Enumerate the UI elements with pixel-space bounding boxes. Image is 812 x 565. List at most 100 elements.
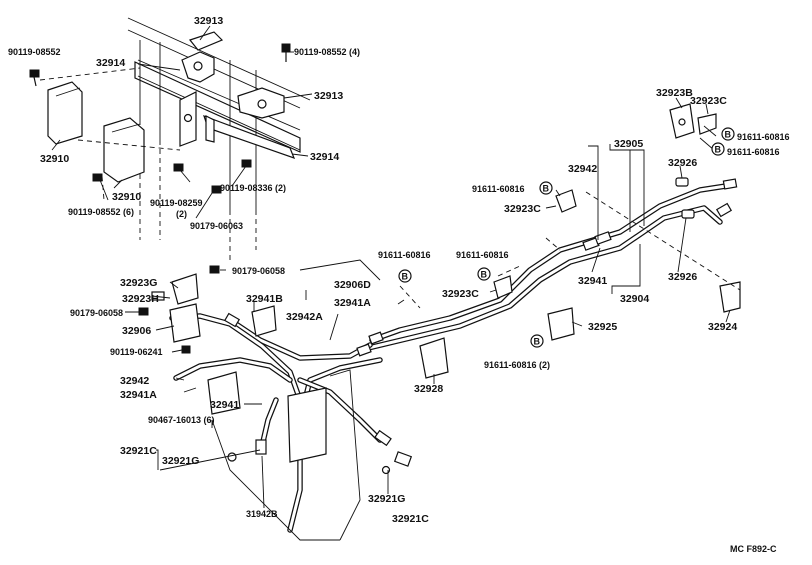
label-32910: 32910 [40, 153, 69, 165]
label-32926: 32926 [668, 157, 697, 169]
bracket-32913-upper [181, 31, 224, 83]
label-32941: 32941 [210, 399, 239, 411]
marker-b: B [721, 127, 735, 141]
label-90467-16013-6: 90467-16013 (6) [148, 415, 215, 425]
brake-line-32942-left [173, 357, 293, 383]
label-32924: 32924 [708, 321, 737, 333]
label-32928: 32928 [414, 383, 443, 395]
brake-line-front-right [297, 377, 383, 443]
label-32923G: 32923G [120, 277, 157, 289]
label-32906: 32906 [122, 325, 151, 337]
brake-line-31942B [259, 397, 279, 449]
bracket-32914-left [179, 91, 197, 147]
label-32941A: 32941A [120, 389, 157, 401]
label-32921G: 32921G [368, 493, 405, 505]
label-32904: 32904 [620, 293, 649, 305]
bracket-32914-right [203, 115, 296, 160]
label-90119-08336: 90119-08336 (2) [220, 183, 286, 193]
bracket-32925 [547, 307, 575, 341]
brake-line-rear-upper [369, 183, 729, 343]
svg-text:B: B [715, 145, 722, 155]
label-91611-60816: 91611-60816 [456, 250, 509, 260]
label-90119-08259: 90119-08259 [150, 198, 203, 208]
label-32921C: 32921C [120, 445, 157, 457]
label-91611-60816: 91611-60816 [727, 147, 780, 157]
label-90179-06058: 90179-06058 [232, 266, 285, 276]
label-32923B: 32923B [656, 87, 693, 99]
label-32905: 32905 [614, 138, 643, 150]
marker-b: B [398, 269, 412, 283]
label-32906D: 32906D [334, 279, 371, 291]
label-90179-06063: 90179-06063 [190, 221, 243, 231]
label-32914: 32914 [310, 151, 339, 163]
label-32923C: 32923C [442, 288, 479, 300]
label-32926: 32926 [668, 271, 697, 283]
label-91611-60816: 91611-60816 [378, 250, 431, 260]
module-32910-upper [47, 81, 83, 145]
svg-text:B: B [481, 270, 488, 280]
label-32942: 32942 [568, 163, 597, 175]
brake-line-32942A [227, 317, 373, 361]
bolt-icon [173, 163, 184, 172]
fitting-icon [223, 178, 738, 455]
label-32923C: 32923C [504, 203, 541, 215]
panel-center [207, 371, 327, 463]
nut-icon [211, 185, 222, 194]
marker-b: B [0, 0, 7, 2]
label-31942B: 31942B [246, 509, 278, 519]
svg-text:B: B [543, 184, 550, 194]
bracket-32923G [171, 273, 199, 305]
clip-32923C-mid [493, 275, 513, 299]
label-90119-08552-4: 90119-08552 (4) [294, 47, 360, 57]
label-32913: 32913 [314, 90, 343, 102]
grommet-32926-lower [681, 209, 695, 219]
label-90119-08259-qty: (2) [176, 209, 187, 219]
label-91611-60816: 91611-60816 [472, 184, 525, 194]
label-32921G: 32921G [162, 455, 199, 467]
union-icon [227, 451, 413, 475]
bracket-32906 [169, 303, 201, 343]
clip-32923B [669, 103, 695, 139]
marker-b: B [477, 267, 491, 281]
label-32941: 32941 [578, 275, 607, 287]
module-32910-lower [103, 117, 145, 183]
label-91611-60816: 91611-60816 [737, 132, 790, 142]
bracket-32941B [251, 305, 277, 337]
part-labels: 32913 90119-08552 32914 90119-08552 (4) … [8, 15, 790, 554]
svg-text:B: B [725, 130, 732, 140]
bolt-icon [29, 69, 40, 87]
label-32942A: 32942A [286, 311, 323, 323]
svg-text:B: B [402, 272, 409, 282]
label-32923C: 32923C [690, 95, 727, 107]
nut-icon [138, 265, 220, 354]
bracket-32924 [719, 281, 741, 313]
label-32941A: 32941A [334, 297, 371, 309]
label-32913: 32913 [194, 15, 223, 27]
svg-text:B: B [534, 337, 541, 347]
marker-b: B [530, 334, 544, 348]
label-32925: 32925 [588, 321, 617, 333]
label-91611-60816-2: 91611-60816 (2) [484, 360, 550, 370]
marker-b: B [711, 142, 725, 156]
bolt-icon [281, 43, 291, 62]
label-32941B: 32941B [246, 293, 283, 305]
grommet-32926-upper [675, 177, 689, 187]
label-90119-06241: 90119-06241 [110, 347, 163, 357]
clip-32923C-upper [555, 189, 577, 213]
bracket-32928 [419, 337, 449, 379]
bracket-32913-lower [237, 87, 285, 119]
label-90119-08552: 90119-08552 [8, 47, 61, 57]
label-32923H: 32923H [122, 293, 159, 305]
label-90119-08552-6: 90119-08552 (6) [68, 207, 134, 217]
bolt-icon [241, 159, 252, 168]
label-32910: 32910 [112, 191, 141, 203]
drawing-code: MC F892-C [730, 544, 777, 554]
label-32921C: 32921C [392, 513, 429, 525]
marker-b: B [539, 181, 553, 195]
label-90179-06058: 90179-06058 [70, 308, 123, 318]
bolt-icon [92, 173, 103, 182]
label-32914: 32914 [96, 57, 125, 69]
label-32942: 32942 [120, 375, 149, 387]
